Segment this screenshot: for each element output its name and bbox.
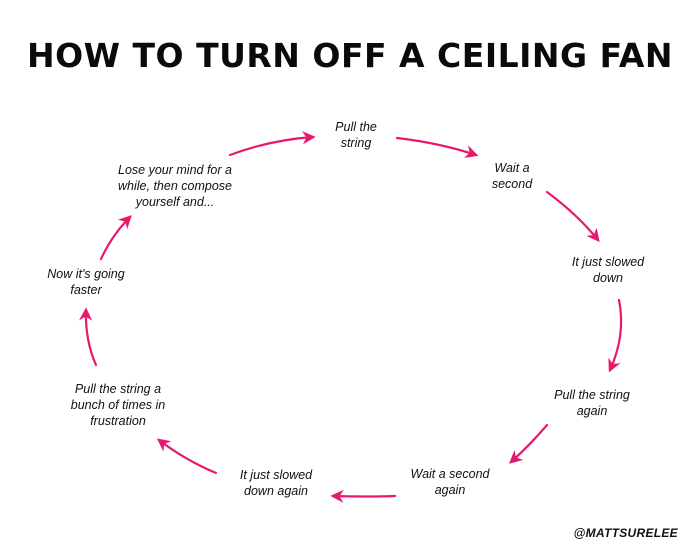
step-text: Pull the string xyxy=(554,388,630,402)
arrow-icon xyxy=(99,215,132,261)
step-text: down again xyxy=(244,484,308,498)
step-text: down xyxy=(593,271,623,285)
step-text: It just slowed xyxy=(571,255,645,269)
step-text: Wait a xyxy=(494,161,530,175)
author-credit: @MATTSURELEE xyxy=(573,526,678,540)
step-text: string xyxy=(340,136,372,150)
diagram-title: HOW TO TURN OFF A CEILING FAN xyxy=(26,36,674,75)
step-lose-mind: Lose your mind for a while, then compose… xyxy=(118,162,232,210)
arrow-icon xyxy=(330,489,397,503)
step-going-faster: Now it's going faster xyxy=(47,266,124,298)
arrow-icon xyxy=(156,438,218,475)
arrow-icon xyxy=(509,423,549,464)
step-wait-again: Wait a second again xyxy=(411,466,490,498)
step-text: Lose your mind for a xyxy=(118,163,232,177)
step-text: second xyxy=(491,177,533,191)
step-text: Wait a second xyxy=(410,467,490,481)
step-text: faster xyxy=(70,283,102,297)
arrow-icon xyxy=(395,136,479,158)
arrow-icon xyxy=(79,307,98,367)
step-text: frustration xyxy=(90,414,146,428)
step-text: Pull the string a xyxy=(74,382,162,396)
step-pull-again: Pull the string again xyxy=(554,387,630,419)
step-text: bunch of times in xyxy=(70,398,166,412)
step-text: It just slowed xyxy=(239,468,313,482)
step-text: while, then compose xyxy=(118,179,232,193)
step-slowed-again: It just slowed down again xyxy=(240,467,312,499)
step-slowed-down: It just slowed down xyxy=(572,254,644,286)
step-pull-string: Pull the string xyxy=(335,119,377,151)
step-pull-frustration: Pull the string a bunch of times in frus… xyxy=(71,381,166,429)
step-text: Pull the xyxy=(335,120,377,134)
step-text: again xyxy=(434,483,466,497)
arrow-icon xyxy=(608,298,623,373)
step-wait-second: Wait a second xyxy=(492,160,532,192)
arrow-icon xyxy=(228,131,316,157)
arrow-icon xyxy=(545,190,600,243)
step-text: again xyxy=(576,404,608,418)
step-text: Now it's going xyxy=(47,267,125,281)
step-text: yourself and... xyxy=(135,195,215,209)
